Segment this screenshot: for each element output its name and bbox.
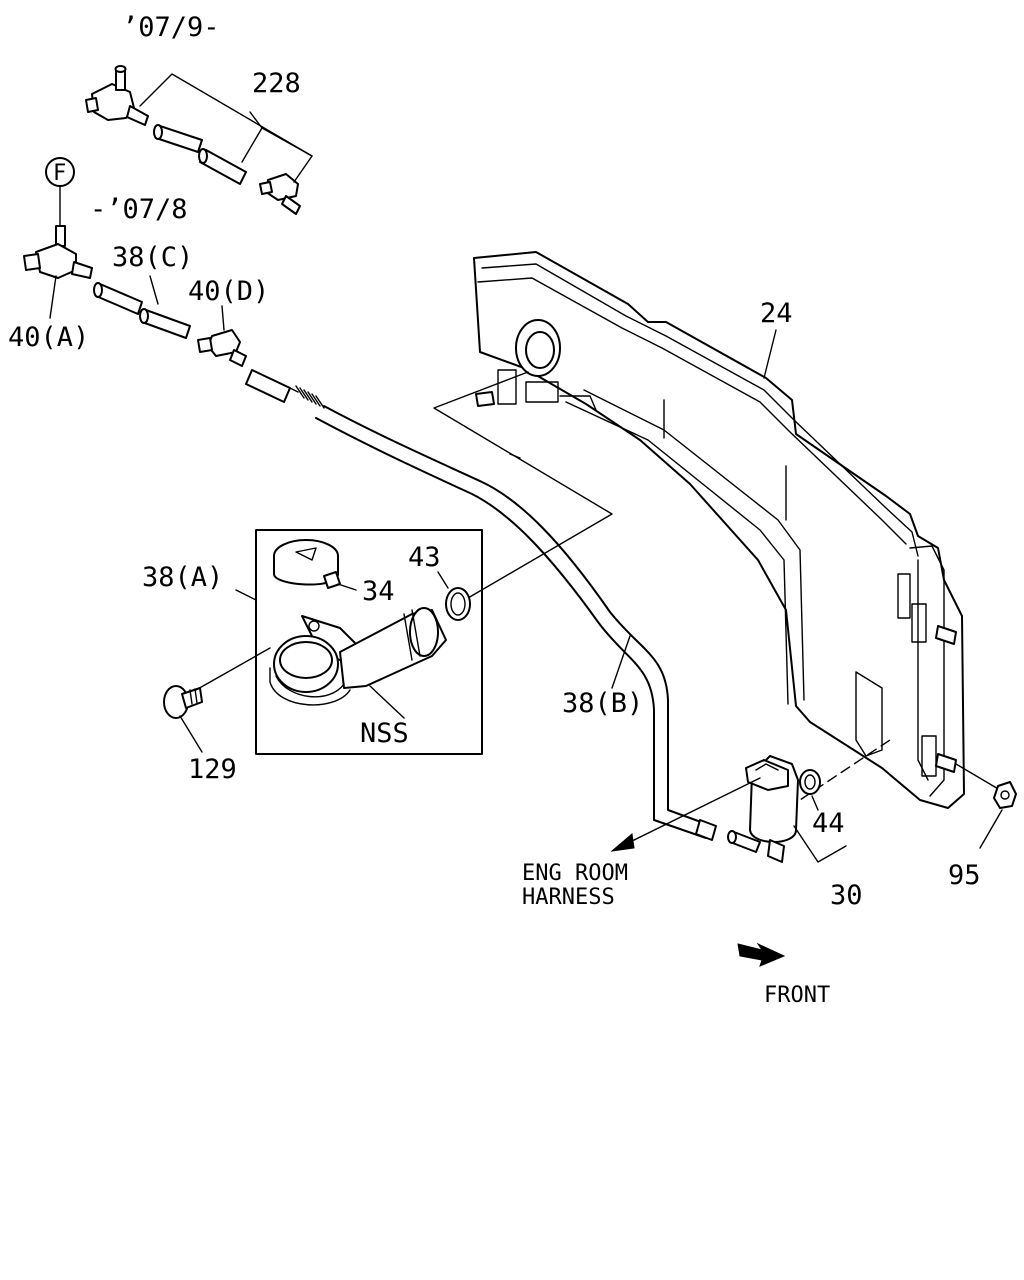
- label-24: 24: [760, 298, 793, 329]
- nut-95: [979, 781, 1017, 849]
- assembly-lines: [433, 371, 1001, 809]
- hose-38b: [315, 405, 717, 841]
- label-38a: 38(A): [142, 562, 223, 593]
- washer-tank-24: [473, 251, 965, 809]
- label-f: F: [53, 161, 66, 186]
- label-129: 129: [188, 754, 237, 785]
- label-38b: 38(B): [562, 688, 643, 719]
- label-front: FRONT: [764, 983, 830, 1008]
- label-date-new: ’07/9-: [122, 12, 220, 43]
- label-34: 34: [362, 576, 395, 607]
- label-43: 43: [408, 542, 441, 573]
- screw-129: [163, 647, 271, 753]
- label-95: 95: [948, 860, 981, 891]
- inset-box: [255, 529, 483, 755]
- label-eng-room: ENG ROOM: [522, 861, 628, 886]
- label-harness: HARNESS: [522, 885, 615, 910]
- filler-neck-inset: [235, 529, 483, 755]
- label-date-old: -’07/8: [90, 194, 188, 225]
- label-nss: NSS: [360, 718, 409, 749]
- washer-pump-30: [727, 755, 847, 863]
- connector-set-228: [85, 65, 313, 215]
- label-40a: 40(A): [8, 322, 89, 353]
- connector-set-old: [23, 157, 325, 409]
- label-44: 44: [812, 808, 845, 839]
- o-ring-43: [437, 571, 471, 621]
- front-arrow-icon: [737, 942, 786, 967]
- harness-arrow: [610, 777, 761, 852]
- label-38c: 38(C): [112, 242, 193, 273]
- label-228: 228: [252, 68, 301, 99]
- label-40d: 40(D): [188, 276, 269, 307]
- label-30: 30: [830, 880, 863, 911]
